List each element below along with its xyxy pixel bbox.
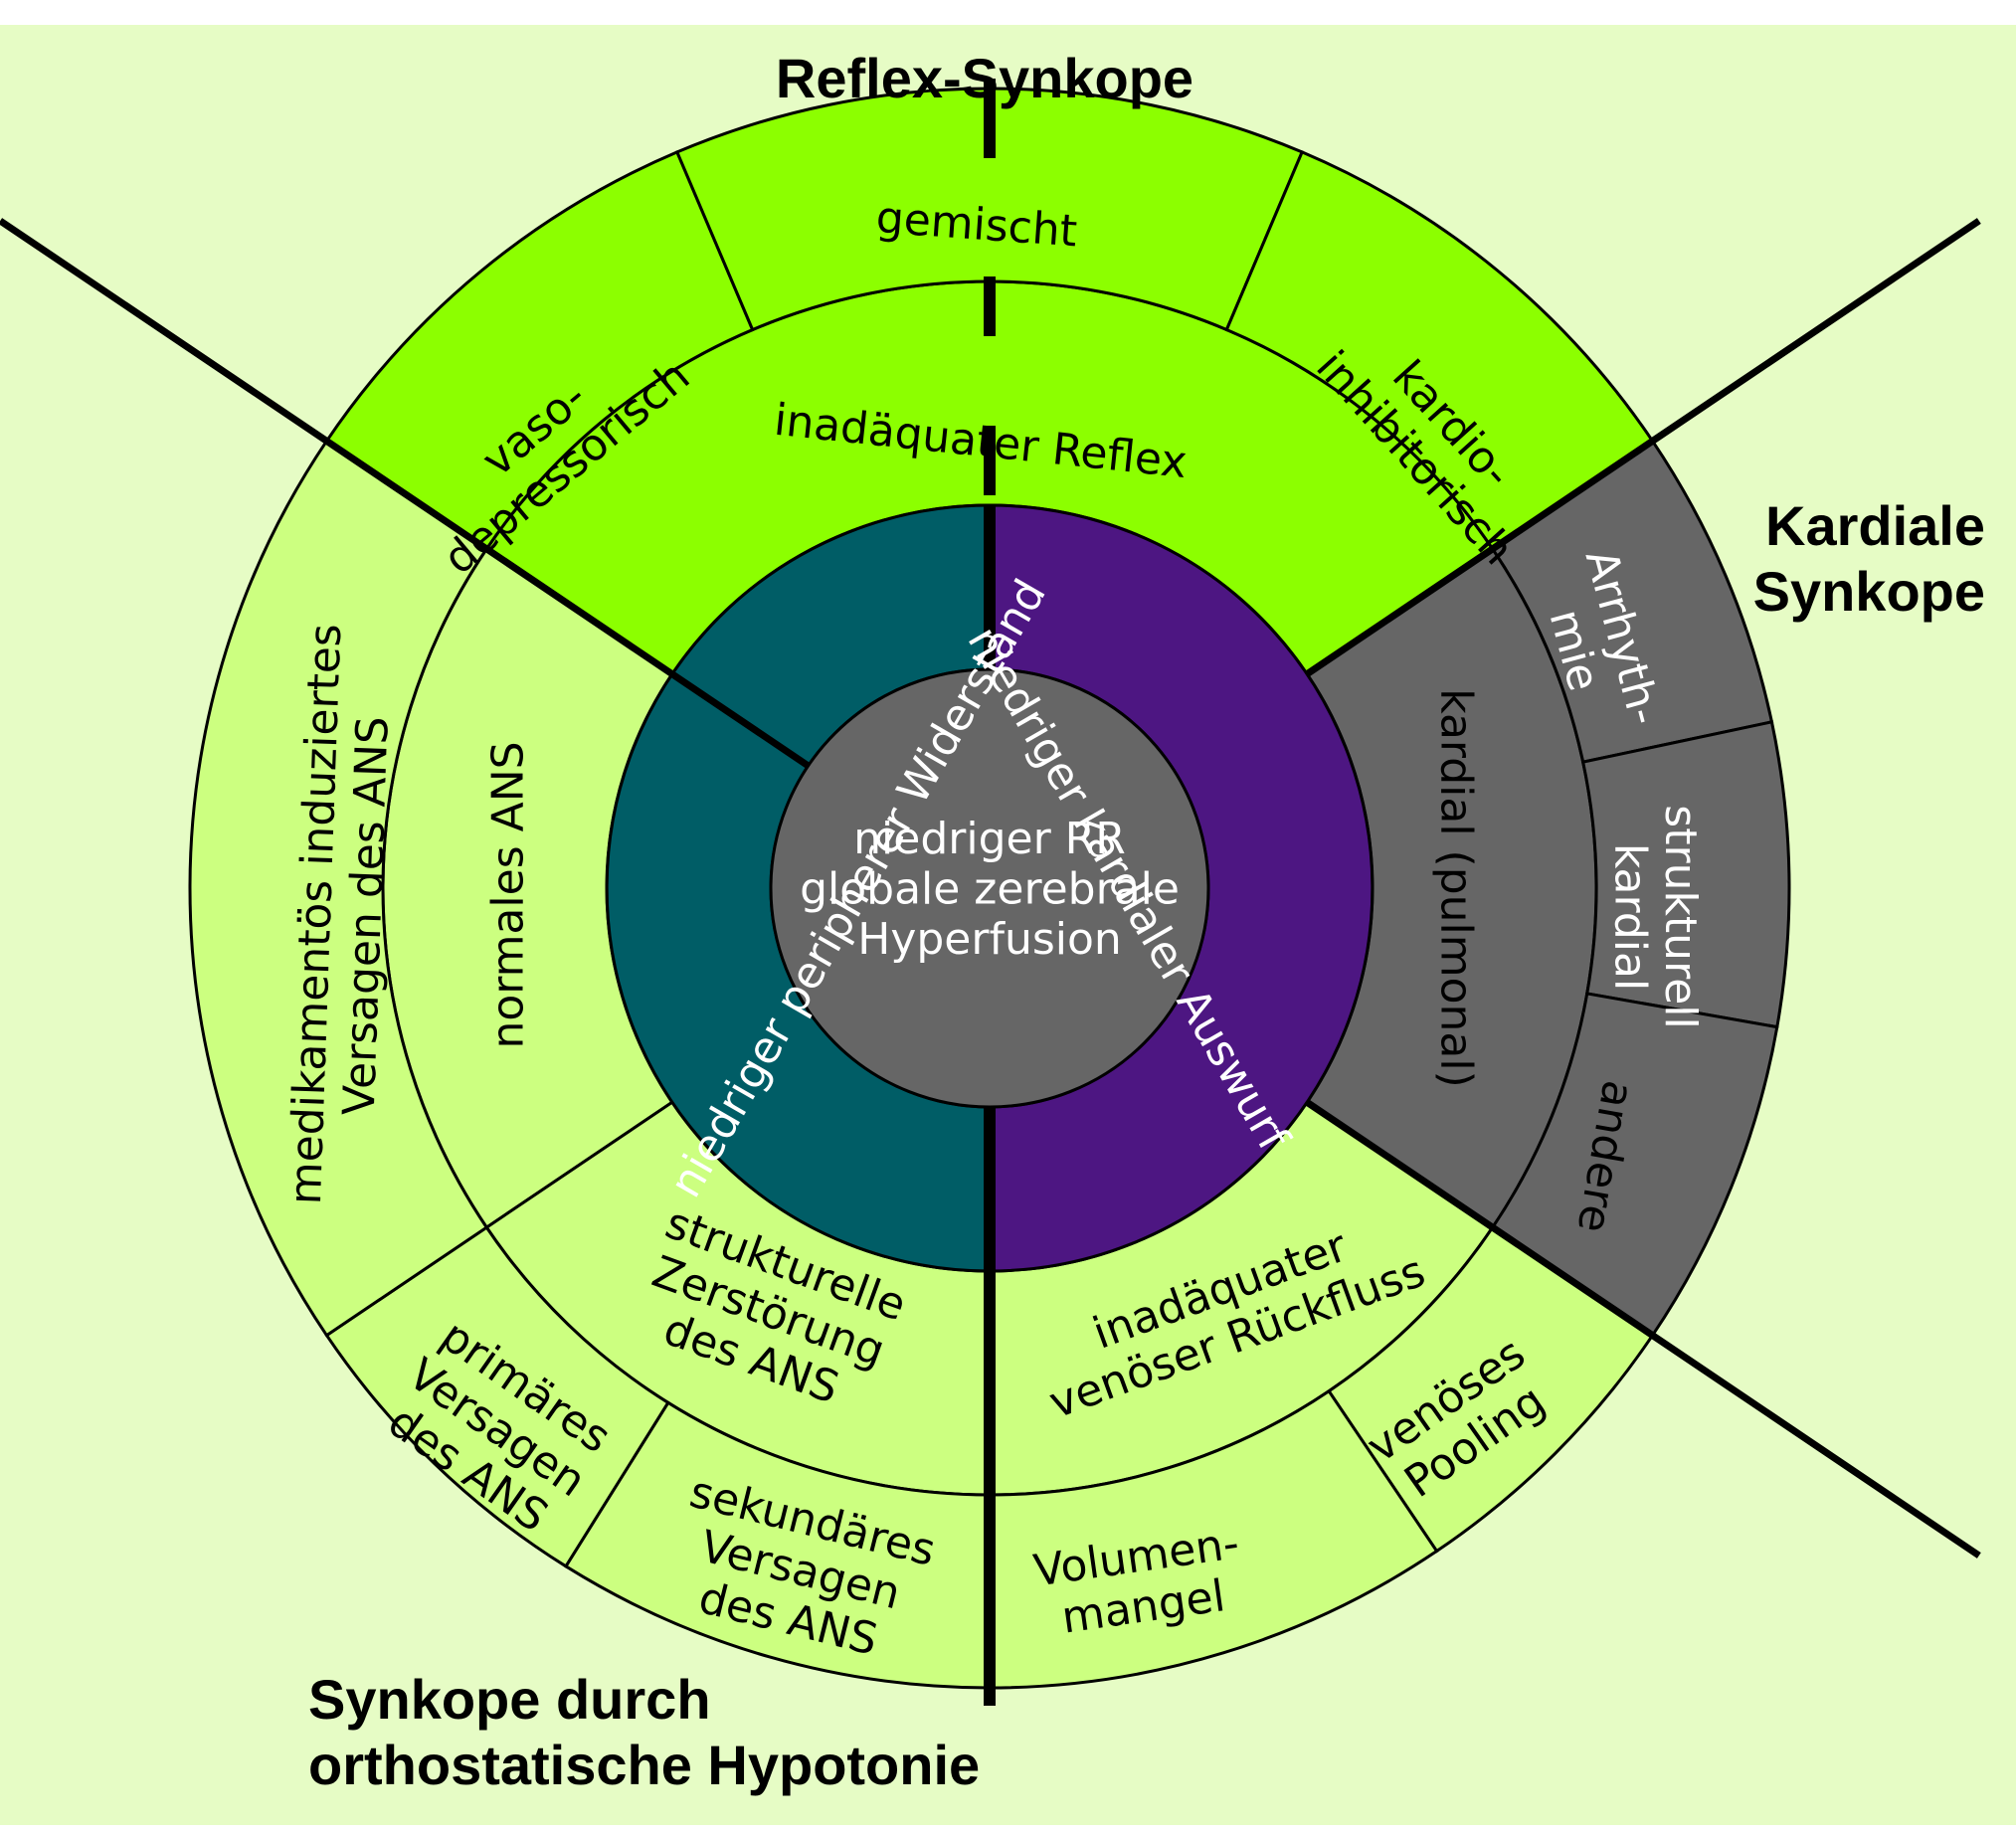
label-volume-depletion: Volumen-mangel bbox=[1030, 1518, 1249, 1646]
divider-reflex-orthostatic bbox=[0, 218, 811, 769]
label-cardiac-pulmonal: kardial (pulmonal) bbox=[1431, 688, 1482, 1088]
divider-cardiac-orthostatic bbox=[1305, 1099, 1981, 1559]
divider-reflex-cardiac bbox=[1305, 218, 1981, 677]
heading-reflex-syncope: Reflex-Synkope bbox=[776, 47, 1193, 109]
label-structural-cardiac: strukturellkardial bbox=[1604, 805, 1706, 1028]
label-normal-ans: normales ANS bbox=[482, 741, 533, 1048]
segment-drug-induced-ans-failure bbox=[188, 439, 489, 1338]
